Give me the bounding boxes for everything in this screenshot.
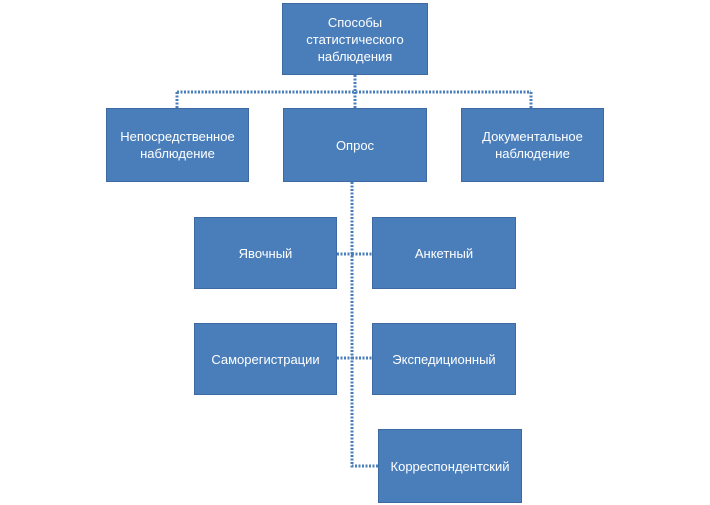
korrespondentsky-node: Корреспондентский bbox=[378, 429, 522, 503]
ekspeditsionny-node: Экспедиционный bbox=[372, 323, 516, 395]
direct-observation-node: Непосредственное наблюдение bbox=[106, 108, 249, 182]
survey-node: Опрос bbox=[283, 108, 427, 182]
samoregistratsii-node: Саморегистрации bbox=[194, 323, 337, 395]
documentary-observation-node: Документальное наблюдение bbox=[461, 108, 604, 182]
yavochny-node: Явочный bbox=[194, 217, 337, 289]
anketny-node: Анкетный bbox=[372, 217, 516, 289]
root-node: Способы статистического наблюдения bbox=[282, 3, 428, 75]
connector-survey-spine bbox=[350, 182, 378, 468]
